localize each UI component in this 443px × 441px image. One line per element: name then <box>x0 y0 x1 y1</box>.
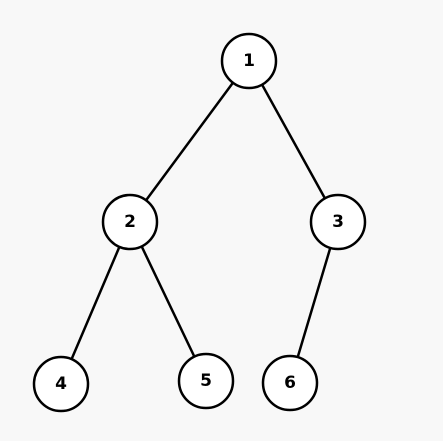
node-label-4: 4 <box>55 374 67 394</box>
node-circle-1 <box>220 32 278 90</box>
node-circle-4 <box>32 355 90 413</box>
edge-2-5 <box>128 220 208 383</box>
tree-node-1: 1 <box>220 32 278 90</box>
tree-nodes: 1 2 3 4 5 6 <box>32 32 367 413</box>
node-circle-2 <box>101 193 159 251</box>
edge-1-3 <box>247 59 340 224</box>
tree-node-4: 4 <box>32 355 90 413</box>
node-label-1: 1 <box>243 51 255 71</box>
node-circle-5 <box>177 352 235 410</box>
edge-2-4 <box>59 220 132 386</box>
node-label-2: 2 <box>124 212 136 232</box>
node-label-3: 3 <box>332 212 344 232</box>
tree-node-5: 5 <box>177 352 235 410</box>
node-circle-6 <box>261 354 319 412</box>
tree-node-2: 2 <box>101 193 159 251</box>
edge-1-2 <box>128 59 251 224</box>
node-label-6: 6 <box>284 373 296 393</box>
node-circle-3 <box>309 193 367 251</box>
node-label-5: 5 <box>200 371 212 391</box>
tree-node-6: 6 <box>261 354 319 412</box>
tree-node-3: 3 <box>309 193 367 251</box>
